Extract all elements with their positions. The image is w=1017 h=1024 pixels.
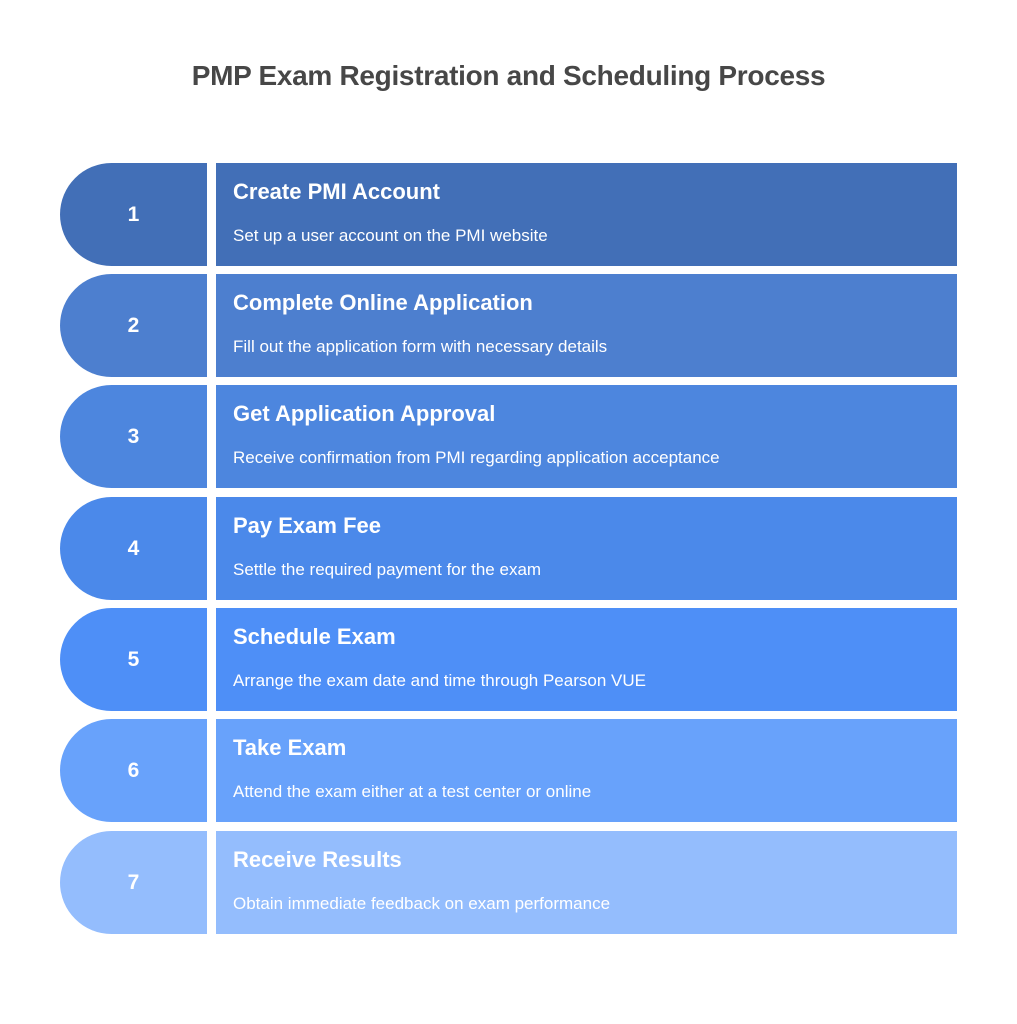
step-number-badge: 7 [60, 831, 207, 934]
step-6: 6 Take Exam Attend the exam either at a … [60, 719, 957, 822]
step-number-badge: 3 [60, 385, 207, 488]
step-number-badge: 1 [60, 163, 207, 266]
step-description: Fill out the application form with neces… [233, 337, 608, 356]
step-number: 2 [127, 313, 140, 337]
step-number: 3 [127, 424, 140, 448]
step-number-badge: 4 [60, 497, 207, 600]
step-title: Receive Results [233, 847, 402, 872]
step-number: 4 [127, 536, 140, 560]
step-number-badge: 2 [60, 274, 207, 377]
step-description: Receive confirmation from PMI regarding … [233, 448, 720, 467]
step-description: Obtain immediate feedback on exam perfor… [233, 894, 611, 913]
step-number: 5 [127, 647, 140, 671]
step-title: Pay Exam Fee [233, 513, 381, 538]
step-number-badge: 5 [60, 608, 207, 711]
step-description: Settle the required payment for the exam [233, 560, 542, 579]
step-description: Attend the exam either at a test center … [233, 782, 592, 801]
step-title: Take Exam [233, 735, 347, 760]
step-content: Pay Exam Fee Settle the required payment… [216, 497, 957, 600]
step-number: 1 [127, 202, 140, 226]
step-content: Receive Results Obtain immediate feedbac… [216, 831, 957, 934]
step-content: Take Exam Attend the exam either at a te… [216, 719, 957, 822]
step-description: Set up a user account on the PMI website [233, 226, 548, 245]
step-title: Get Application Approval [233, 401, 496, 426]
step-5: 5 Schedule Exam Arrange the exam date an… [60, 608, 957, 711]
step-content: Get Application Approval Receive confirm… [216, 385, 957, 488]
step-content: Complete Online Application Fill out the… [216, 274, 957, 377]
step-2: 2 Complete Online Application Fill out t… [60, 274, 957, 377]
step-content: Create PMI Account Set up a user account… [216, 163, 957, 266]
step-title: Complete Online Application [233, 290, 533, 315]
step-title: Schedule Exam [233, 624, 396, 649]
step-content: Schedule Exam Arrange the exam date and … [216, 608, 957, 711]
step-number: 6 [127, 758, 140, 782]
page-title: PMP Exam Registration and Scheduling Pro… [191, 60, 826, 91]
step-1: 1 Create PMI Account Set up a user accou… [60, 163, 957, 266]
step-4: 4 Pay Exam Fee Settle the required payme… [60, 497, 957, 600]
step-title: Create PMI Account [233, 179, 441, 204]
step-number: 7 [127, 870, 140, 894]
step-7: 7 Receive Results Obtain immediate feedb… [60, 831, 957, 934]
step-3: 3 Get Application Approval Receive confi… [60, 385, 957, 488]
step-description: Arrange the exam date and time through P… [233, 671, 646, 690]
step-number-badge: 6 [60, 719, 207, 822]
